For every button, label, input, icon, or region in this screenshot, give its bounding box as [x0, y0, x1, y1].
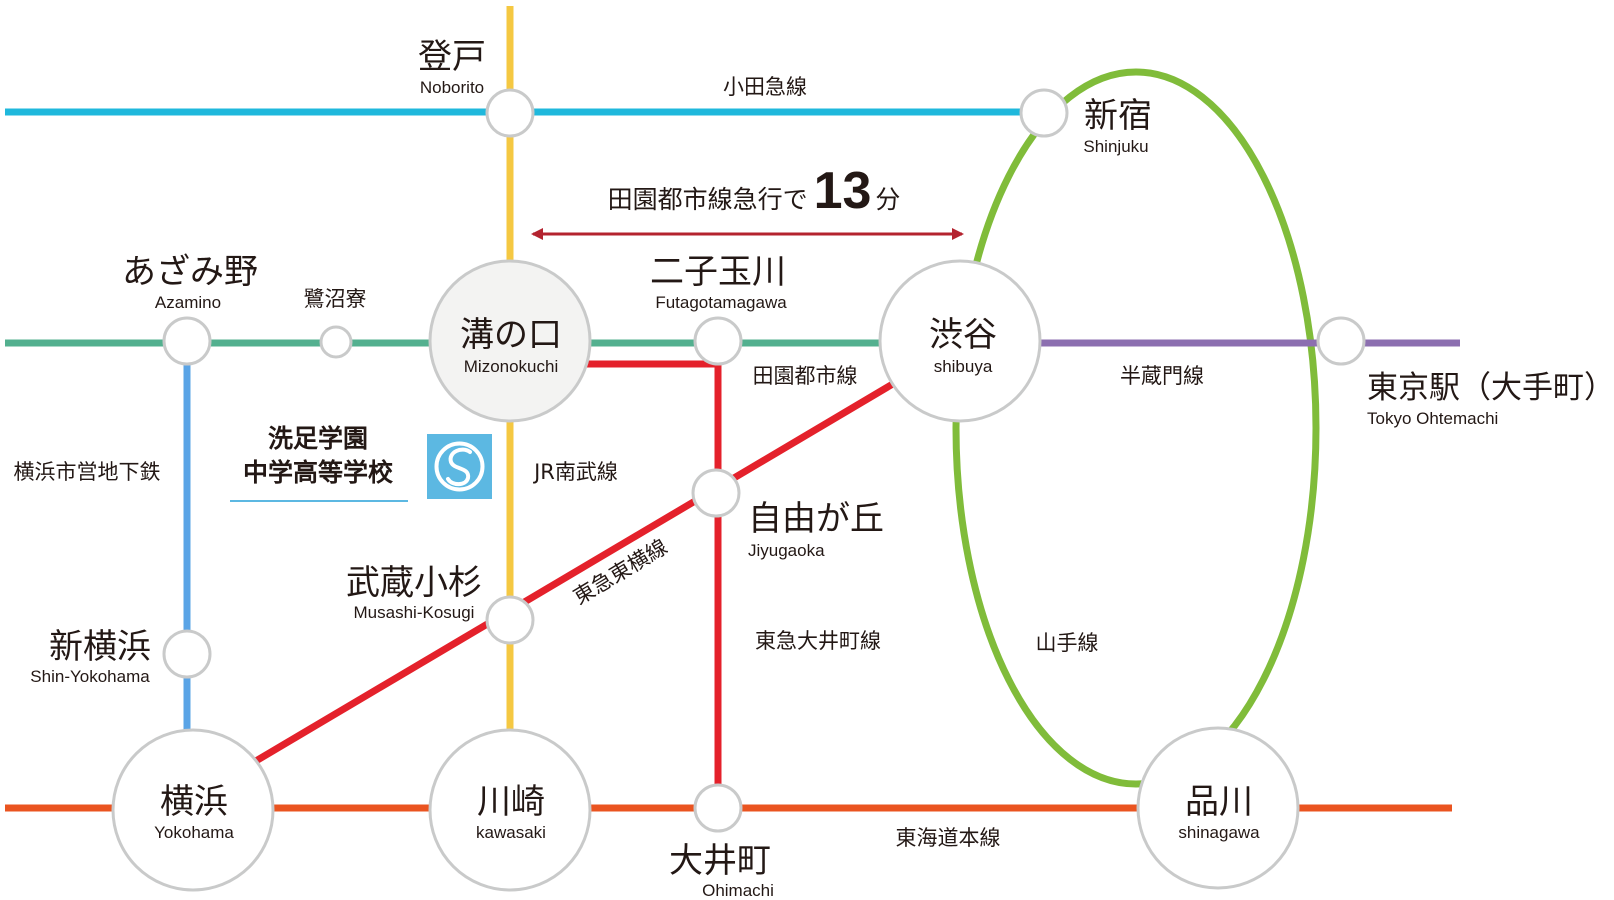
station-label-tokyo-en: Tokyo Ohtemachi [1367, 409, 1498, 428]
station-label-shinagawa-jp: 品川 [1185, 782, 1253, 822]
station-label-shinjuku-jp: 新宿 [1084, 96, 1152, 136]
line-label-tokaido: 東海道本線 [896, 826, 1001, 850]
station-label-futakotamagawa-en: Futagotamagawa [655, 293, 787, 312]
station-label-tokyo-jp: 東京駅（大手町） [1367, 370, 1614, 406]
station-label-shinyokohama-en: Shin-Yokohama [30, 667, 150, 686]
station-marker-musashikosugi[interactable] [485, 595, 535, 645]
station-label-shibuya-en: shibuya [934, 357, 993, 376]
line-label-odakyu: 小田急線 [723, 75, 807, 99]
station-label-yokohama-en: Yokohama [154, 823, 234, 842]
line-label-hanzomon: 半蔵門線 [1120, 364, 1204, 388]
station-label-azamino-jp: あざみ野 [122, 252, 258, 292]
station-label-noborito-jp: 登戸 [418, 37, 486, 77]
station-marker-jiyugaoka[interactable] [691, 468, 741, 518]
station-marker-shinyokohama[interactable] [162, 629, 212, 679]
station-label-shibuya-jp: 渋谷 [929, 315, 997, 355]
station-label-musashikosugi-en: Musashi-Kosugi [354, 603, 475, 622]
line-label-yokohama-subway: 横浜市営地下鉄 [14, 460, 161, 484]
station-marker-shinjuku[interactable] [1019, 88, 1069, 138]
station-label-saginuma-jp: 鷺沼寮 [304, 287, 367, 311]
station-marker-oimachi[interactable] [693, 783, 743, 833]
station-label-futakotamagawa-jp: 二子玉川 [650, 252, 786, 292]
station-label-kawasaki-en: kawasaki [476, 823, 546, 842]
station-hub-shibuya[interactable] [878, 259, 1042, 423]
line-label-yamanote: 山手線 [1036, 631, 1099, 655]
station-label-shinagawa-en: shinagawa [1178, 823, 1260, 842]
station-marker-futakotamagawa[interactable] [693, 316, 743, 366]
station-marker-noborito[interactable] [485, 88, 535, 138]
school-name-line2: 中学高等学校 [243, 458, 394, 487]
station-label-azamino-en: Azamino [155, 293, 221, 312]
station-label-noborito-en: Noborito [420, 78, 484, 97]
school-logo-icon [427, 434, 492, 499]
station-marker-azamino[interactable] [162, 316, 212, 366]
school-name-line1: 洗足学園 [268, 424, 368, 453]
station-hub-kawasaki[interactable] [428, 728, 592, 892]
station-label-shinjuku-en: Shinjuku [1083, 137, 1148, 156]
station-label-oimachi-jp: 大井町 [669, 841, 771, 881]
station-label-mizonokuchi-jp: 溝の口 [460, 315, 562, 355]
station-label-yokohama-jp: 横浜 [160, 782, 228, 822]
station-hub-yokohama[interactable] [111, 728, 275, 892]
station-marker-saginuma[interactable] [319, 325, 353, 359]
station-label-shinyokohama-jp: 新横浜 [49, 627, 151, 667]
station-label-kawasaki-jp: 川崎 [477, 782, 545, 822]
station-label-jiyugaoka-jp: 自由が丘 [748, 499, 884, 539]
line-label-oimachi: 東急大井町線 [755, 629, 881, 653]
yamanote-line [952, 68, 1320, 788]
station-label-jiyugaoka-en: Jiyugaoka [748, 541, 825, 560]
station-hub-shinagawa[interactable] [1136, 726, 1300, 890]
station-label-oimachi-en: Ohimachi [702, 881, 774, 900]
station-label-musashikosugi-jp: 武蔵小杉 [346, 563, 482, 603]
line-label-nambu: JR南武線 [532, 460, 618, 484]
station-label-mizonokuchi-en: Mizonokuchi [464, 357, 559, 376]
line-label-denentoshi: 田園都市線 [753, 364, 858, 388]
station-marker-tokyo[interactable] [1316, 316, 1366, 366]
toyoko-line [188, 339, 964, 804]
station-hub-mizonokuchi[interactable] [428, 259, 592, 423]
